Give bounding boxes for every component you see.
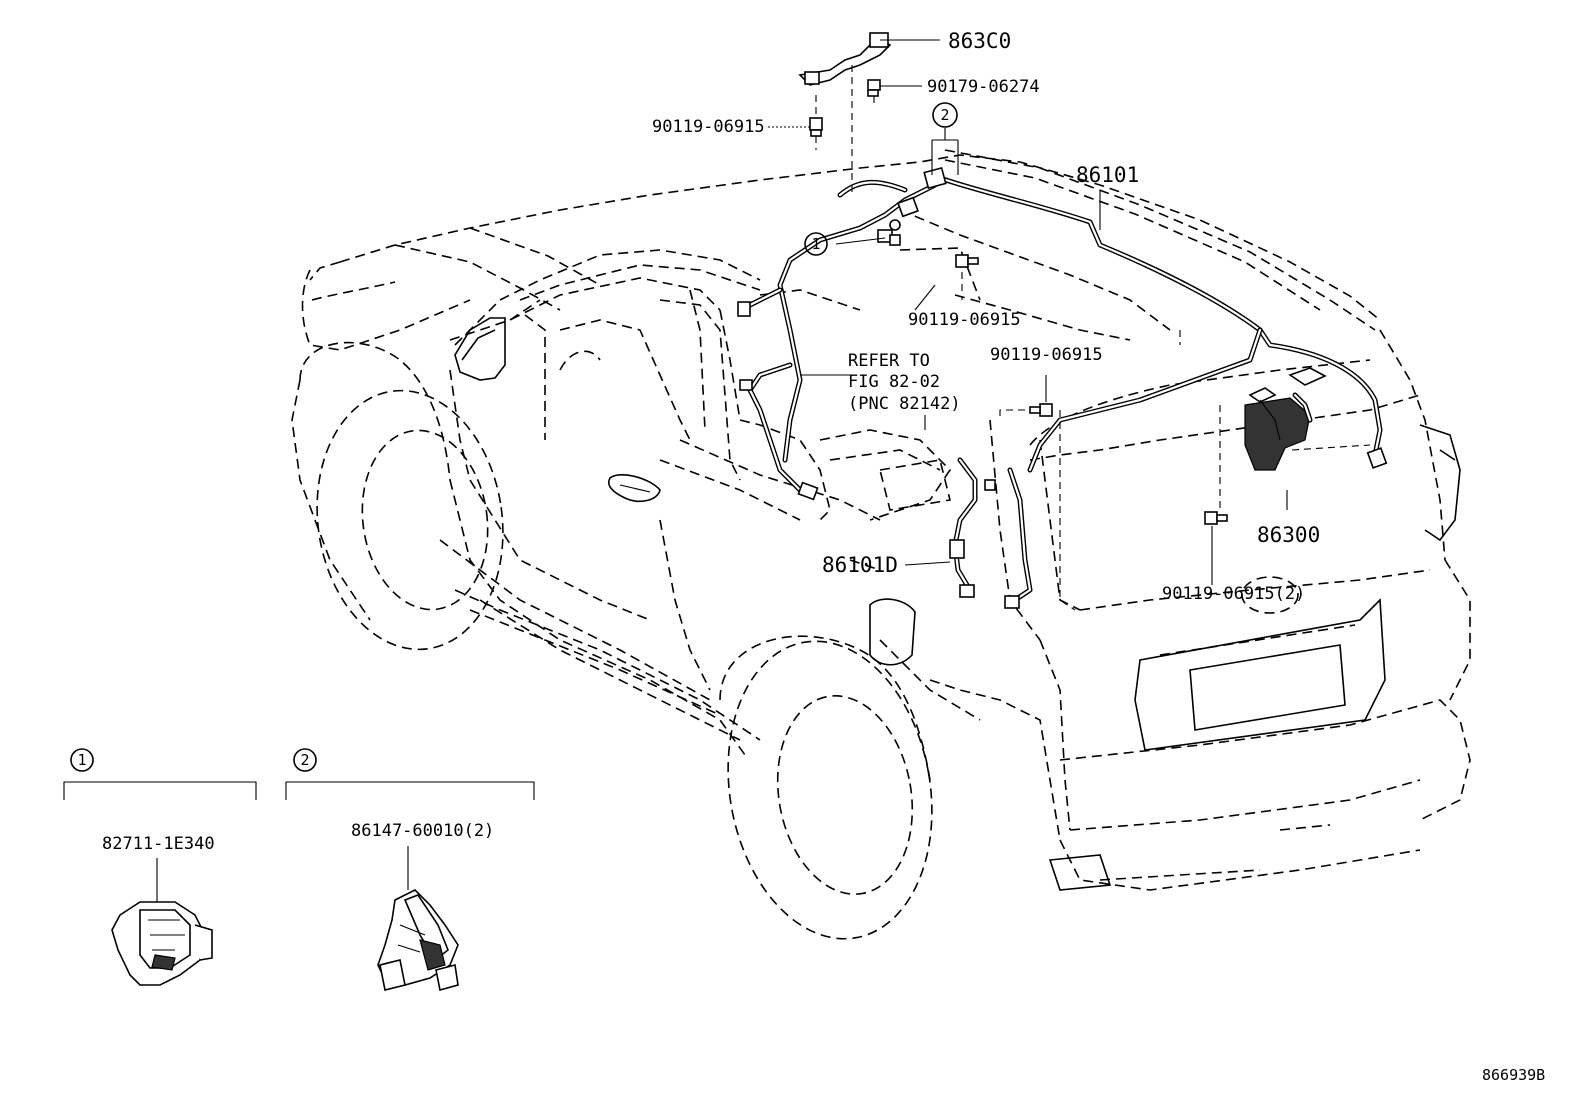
callout-86300: 86300: [1257, 523, 1320, 547]
marker-1-main: 1: [804, 232, 828, 256]
detail-2: 2 86147-60010(2): [285, 748, 535, 992]
leader-lines: [768, 39, 1371, 611]
detail-1: 1 82711-1E340: [63, 748, 257, 986]
bolts: [809, 79, 1228, 525]
callout-863c0: 863C0: [948, 29, 1011, 53]
detail-1-part-number: 82711-1E340: [102, 834, 215, 854]
module-86300: [1244, 367, 1327, 471]
callout-86101: 86101: [1076, 163, 1139, 187]
vehicle-outline: [291, 149, 1471, 940]
figure-id: 866939B: [1482, 1066, 1545, 1084]
marker-2-main: 2: [932, 102, 958, 128]
marker-2-label: 2: [940, 106, 949, 124]
detail-2-part-number: 86147-60010(2): [351, 821, 494, 841]
callout-90179-06274: 90179-06274: [927, 77, 1040, 97]
detail-2-marker: 2: [300, 751, 309, 769]
callout-90119-06915-mid2: 90119-06915: [990, 345, 1103, 365]
wire-harness-86101: [737, 175, 1383, 603]
callout-90119-06915-x2: 90119-06915(2): [1162, 584, 1305, 604]
antenna-863c0: [798, 32, 930, 86]
callout-labels: 863C0 90179-06274 90119-06915 86101 9011…: [652, 29, 1320, 604]
marker-1-label: 1: [811, 235, 820, 253]
refer-note-line1: REFER TO: [848, 351, 930, 371]
callout-90119-06915-top: 90119-06915: [652, 117, 765, 137]
detail-1-marker: 1: [77, 751, 86, 769]
callout-90119-06915-mid1: 90119-06915: [908, 310, 1021, 330]
refer-note-line3: (PNC 82142): [848, 394, 961, 414]
callout-86101d: 86101D: [822, 553, 898, 577]
refer-note-line2: FIG 82-02: [848, 372, 940, 392]
